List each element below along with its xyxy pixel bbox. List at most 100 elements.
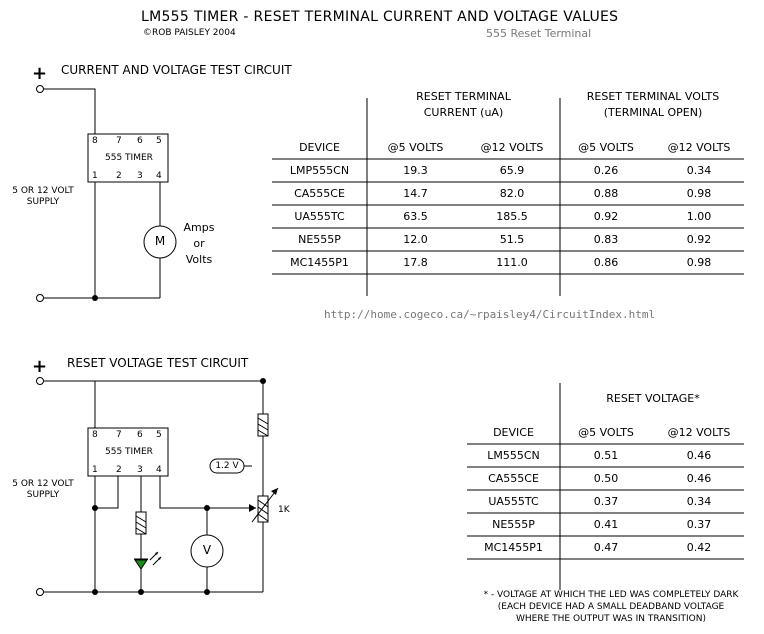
table2-col-device: DEVICE <box>493 426 534 439</box>
table1-col-volts-12v: @12 VOLTS <box>667 141 731 154</box>
table-cell: 0.92 <box>593 210 619 223</box>
footnote-line1: * - VOLTAGE AT WHICH THE LED WAS COMPLET… <box>483 590 739 600</box>
table1-col-current-12v: @12 VOLTS <box>480 141 544 154</box>
pot-hatch <box>257 499 269 522</box>
table-cell: 0.98 <box>686 187 712 200</box>
table2-header-row: DEVICE @5 VOLTS @12 VOLTS <box>467 421 746 444</box>
table-cell: 0.46 <box>686 472 712 485</box>
table1-col-volts-5v: @5 VOLTS <box>578 141 634 154</box>
table-cell: 0.46 <box>686 449 712 462</box>
table-cell: 17.8 <box>403 256 428 269</box>
chip1-pin8: 8 <box>92 136 98 146</box>
table-cell: UA555TC <box>294 210 345 223</box>
table1-header-row: DEVICE @5 VOLTS @12 VOLTS @5 VOLTS @12 V… <box>272 136 746 159</box>
footnote-line2: (EACH DEVICE HAD A SMALL DEADBAND VOLTAG… <box>497 602 725 612</box>
wiper-arrow-head <box>249 504 256 512</box>
table-cell: 0.26 <box>593 164 619 177</box>
led-green-diode <box>134 559 148 570</box>
junction-dot-1 <box>92 295 98 301</box>
table-cell: UA555TC <box>488 495 539 508</box>
chip2-pin7: 7 <box>116 430 122 440</box>
table1-row-lines <box>272 158 744 275</box>
chip-555-timer-2 <box>87 427 169 477</box>
supply-label-1-line1: 5 OR 12 VOLT <box>12 186 74 196</box>
table-row: LMP555CN 19.3 65.9 0.26 0.34 <box>272 159 746 182</box>
chip2-pin5: 5 <box>156 430 162 440</box>
terminal-positive-2 <box>36 377 44 385</box>
table1-vertical-dividers <box>366 98 561 296</box>
table-cell: 0.86 <box>593 256 619 269</box>
plus-sign-1: + <box>32 63 48 84</box>
table-cell: 0.37 <box>593 495 619 508</box>
supply-label-2-line1: 5 OR 12 VOLT <box>12 479 74 489</box>
chip2-pin4: 4 <box>156 465 162 475</box>
plus-sign-2: + <box>32 356 48 377</box>
junction-dot-3 <box>138 589 144 595</box>
table-cell: 0.51 <box>593 449 619 462</box>
chip1-pin3: 3 <box>137 171 143 181</box>
junction-dot-2 <box>92 589 98 595</box>
chip1-pin1: 1 <box>92 171 98 181</box>
table-row: MC1455P1 0.47 0.42 <box>467 536 746 559</box>
table-cell: 63.5 <box>403 210 428 223</box>
table-cell: CA555CE <box>294 187 345 200</box>
circuit2-title: RESET VOLTAGE TEST CIRCUIT <box>67 356 249 370</box>
table-cell: NE555P <box>492 518 535 531</box>
chip2-pin1: 1 <box>92 465 98 475</box>
table-row: NE555P 12.0 51.5 0.83 0.92 <box>272 228 746 251</box>
table-row: NE555P 0.41 0.37 <box>467 513 746 536</box>
chip1-pin5: 5 <box>156 136 162 146</box>
table-cell: 12.0 <box>403 233 428 246</box>
chip2-pin2: 2 <box>116 465 122 475</box>
table2-col-12v: @12 VOLTS <box>667 426 731 439</box>
table-cell: MC1455P1 <box>484 541 543 554</box>
table-cell: LM555CN <box>487 449 540 462</box>
table-row: UA555TC 63.5 185.5 0.92 1.00 <box>272 205 746 228</box>
chip1-pin4: 4 <box>156 171 162 181</box>
table-cell: NE555P <box>298 233 341 246</box>
terminal-positive-1 <box>36 85 44 93</box>
table-row: MC1455P1 17.8 111.0 0.86 0.98 <box>272 251 746 274</box>
voltage-tag-text: 1.2 V <box>215 461 239 471</box>
wire-supply-rail-2 <box>44 380 264 414</box>
table-row: LM555CN 0.51 0.46 <box>467 444 746 467</box>
table-row: CA555CE 0.50 0.46 <box>467 467 746 490</box>
wire-pin4-to-pot-wiper <box>159 476 256 509</box>
junction-dot-7 <box>260 378 266 384</box>
supply-label-2-line2: SUPPLY <box>26 490 60 500</box>
chip2-pin3: 3 <box>137 465 143 475</box>
resistor-led-hatch <box>135 515 147 535</box>
page-title: LM555 TIMER - RESET TERMINAL CURRENT AND… <box>141 9 619 25</box>
table-cell: LMP555CN <box>289 164 350 177</box>
table1-reset-current-volts: DEVICE @5 VOLTS @12 VOLTS @5 VOLTS @12 V… <box>272 136 746 274</box>
table-cell: 65.9 <box>499 164 525 177</box>
table-cell: 0.83 <box>593 233 619 246</box>
table-cell: CA555CE <box>488 472 539 485</box>
table2-reset-voltage: DEVICE @5 VOLTS @12 VOLTS LM555CN 0.51 0… <box>467 421 746 559</box>
chip-555-timer-1 <box>87 133 169 183</box>
table-cell: 14.7 <box>403 187 428 200</box>
meter-label-volts: Volts <box>185 253 213 266</box>
chip2-pin8: 8 <box>92 430 98 440</box>
chip1-pin2: 2 <box>116 171 122 181</box>
table-cell: 0.42 <box>686 541 712 554</box>
chip2-label: 555 TIMER <box>105 447 153 457</box>
table-cell: 0.50 <box>593 472 619 485</box>
table1-col-current-5v: @5 VOLTS <box>387 141 444 154</box>
resistor-upper-hatch <box>257 417 269 437</box>
table2-group-title: RESET VOLTAGE* <box>606 392 700 405</box>
table-cell: 0.34 <box>686 495 712 508</box>
table1-group2-line1: RESET TERMINAL VOLTS <box>586 90 720 103</box>
chip1-label: 555 TIMER <box>105 153 153 163</box>
table-cell: 185.5 <box>496 210 528 223</box>
source-url: http://home.cogeco.ca/~rpaisley4/Circuit… <box>324 308 656 321</box>
table-cell: 0.88 <box>593 187 619 200</box>
table-cell: MC1455P1 <box>290 256 349 269</box>
junction-dot-5 <box>92 505 98 511</box>
chip1-pin6: 6 <box>137 136 143 146</box>
table-cell: 0.41 <box>593 518 619 531</box>
table-cell: 0.47 <box>593 541 619 554</box>
pot-adjust-arrow <box>251 487 279 523</box>
wire-supply-to-pin8-1 <box>44 88 96 134</box>
